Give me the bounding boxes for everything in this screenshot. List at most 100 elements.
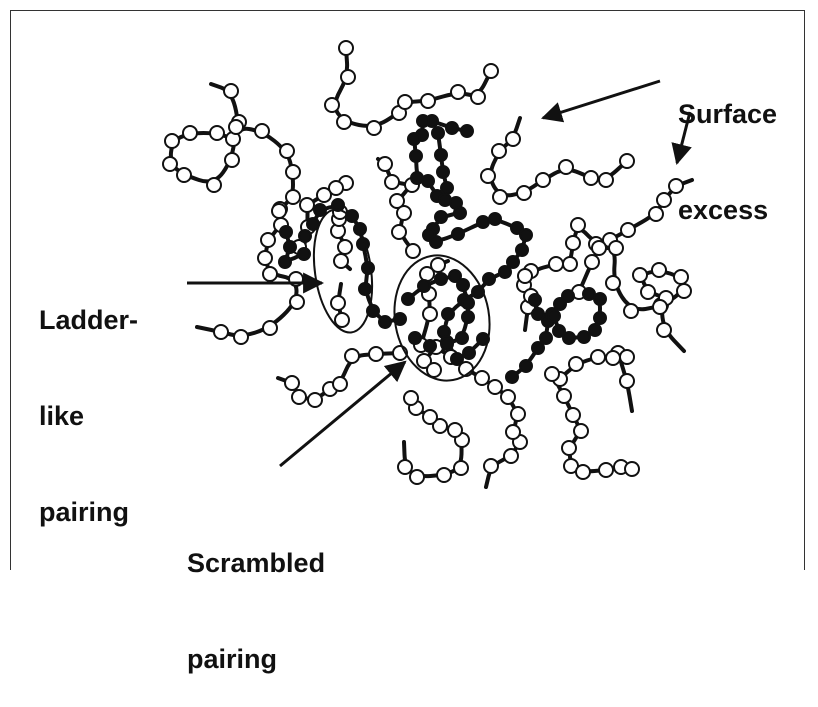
open-bead bbox=[369, 347, 383, 361]
open-bead bbox=[484, 459, 498, 473]
open-bead bbox=[385, 175, 399, 189]
open-bead bbox=[493, 190, 507, 204]
open-bead bbox=[207, 178, 221, 192]
open-bead bbox=[652, 263, 666, 277]
open-bead bbox=[398, 460, 412, 474]
open-bead bbox=[454, 461, 468, 475]
open-bead bbox=[404, 391, 418, 405]
filled-bead bbox=[454, 207, 466, 219]
filled-bead bbox=[589, 324, 601, 336]
filled-bead bbox=[422, 175, 434, 187]
open-bead bbox=[300, 198, 314, 212]
filled-bead bbox=[461, 125, 473, 137]
filled-bead bbox=[477, 216, 489, 228]
open-bead bbox=[475, 371, 489, 385]
open-bead bbox=[504, 449, 518, 463]
filled-bead bbox=[548, 310, 560, 322]
filled-bead bbox=[314, 204, 326, 216]
open-bead bbox=[674, 270, 688, 284]
filled-bead bbox=[299, 230, 311, 242]
open-bead bbox=[620, 154, 634, 168]
open-bead bbox=[592, 241, 606, 255]
filled-bead bbox=[284, 241, 296, 253]
open-bead bbox=[437, 468, 451, 482]
open-bead bbox=[471, 90, 485, 104]
open-bead bbox=[378, 157, 392, 171]
label-surface-excess-line2: excess bbox=[678, 194, 777, 226]
open-bead bbox=[423, 410, 437, 424]
filled-bead bbox=[499, 266, 511, 278]
open-bead bbox=[569, 357, 583, 371]
filled-bead bbox=[457, 279, 469, 291]
open-bead bbox=[290, 295, 304, 309]
open-bead bbox=[576, 465, 590, 479]
label-ladder-like-pairing: Ladder- like pairing bbox=[39, 240, 138, 560]
open-bead bbox=[225, 153, 239, 167]
open-bead bbox=[559, 160, 573, 174]
open-bead bbox=[488, 380, 502, 394]
filled-bead bbox=[529, 294, 541, 306]
filled-bead bbox=[520, 229, 532, 241]
open-bead bbox=[421, 94, 435, 108]
label-ladder-line3: pairing bbox=[39, 496, 138, 528]
open-bead bbox=[308, 393, 322, 407]
open-bead bbox=[214, 325, 228, 339]
filled-bead bbox=[408, 133, 420, 145]
open-bead bbox=[398, 95, 412, 109]
filled-bead bbox=[359, 283, 371, 295]
open-bead bbox=[620, 374, 634, 388]
open-bead bbox=[272, 204, 286, 218]
filled-bead bbox=[456, 332, 468, 344]
open-bead bbox=[574, 424, 588, 438]
open-bead bbox=[511, 407, 525, 421]
filled-bead bbox=[432, 127, 444, 139]
filled-bead bbox=[437, 166, 449, 178]
filled-bead bbox=[435, 149, 447, 161]
label-ladder-line2: like bbox=[39, 400, 138, 432]
open-bead bbox=[624, 304, 638, 318]
open-bead bbox=[345, 349, 359, 363]
open-bead bbox=[210, 126, 224, 140]
filled-bead bbox=[424, 340, 436, 352]
open-bead bbox=[518, 269, 532, 283]
label-surface-excess: Surface excess bbox=[678, 34, 777, 258]
filled-bead bbox=[506, 371, 518, 383]
filled-bead bbox=[402, 293, 414, 305]
filled-bead bbox=[462, 311, 474, 323]
open-bead bbox=[392, 225, 406, 239]
filled-bead bbox=[446, 122, 458, 134]
open-bead bbox=[337, 115, 351, 129]
open-bead bbox=[517, 186, 531, 200]
filled-bead bbox=[562, 290, 574, 302]
filled-bead bbox=[578, 331, 590, 343]
open-bead bbox=[420, 267, 434, 281]
open-bead bbox=[261, 233, 275, 247]
filled-bead bbox=[409, 332, 421, 344]
open-bead bbox=[562, 441, 576, 455]
open-bead bbox=[649, 207, 663, 221]
filled-bead bbox=[489, 213, 501, 225]
label-scrambled-line2: pairing bbox=[187, 643, 325, 675]
filled-bead bbox=[298, 248, 310, 260]
open-bead bbox=[338, 240, 352, 254]
open-bead bbox=[317, 188, 331, 202]
filled-bead bbox=[410, 150, 422, 162]
open-bead bbox=[280, 144, 294, 158]
open-bead bbox=[448, 423, 462, 437]
open-bead bbox=[657, 193, 671, 207]
filled-bead bbox=[441, 338, 453, 350]
filled-bead bbox=[435, 273, 447, 285]
open-bead bbox=[585, 255, 599, 269]
filled-bead bbox=[346, 210, 358, 222]
open-bead bbox=[331, 296, 345, 310]
label-scrambled-pairing: Scrambled pairing bbox=[187, 483, 325, 707]
open-bead bbox=[591, 350, 605, 364]
open-bead bbox=[423, 307, 437, 321]
polymer-chain bbox=[335, 48, 491, 126]
open-bead bbox=[285, 376, 299, 390]
open-bead bbox=[506, 425, 520, 439]
open-bead bbox=[501, 390, 515, 404]
open-bead bbox=[292, 390, 306, 404]
open-bead bbox=[165, 134, 179, 148]
open-bead bbox=[177, 168, 191, 182]
